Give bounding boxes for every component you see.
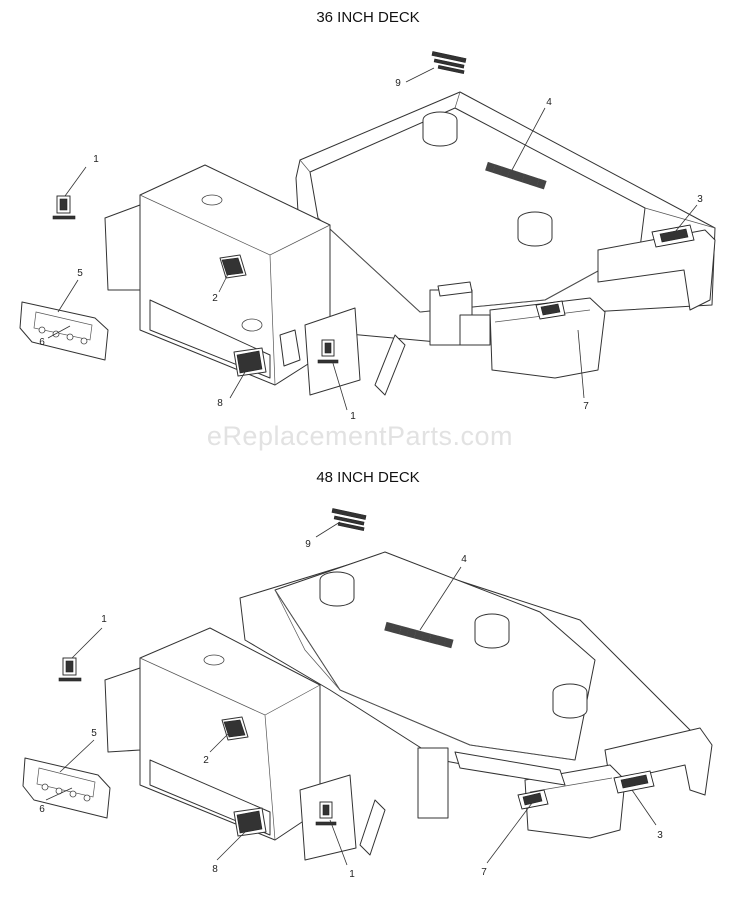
deck-36-decal-7 [535,300,566,320]
deck-48-callout-7: 7 [481,867,487,878]
deck-36-callout-2: 2 [212,293,218,304]
deck-48-decal-9 [331,508,367,532]
deck-48-callout-4: 4 [461,554,467,565]
deck-36-title: 36 INCH DECK [316,9,419,26]
deck-36-callout-7: 7 [583,401,589,412]
deck-48-callout-6: 6 [39,804,45,815]
deck-36-decal-2 [221,257,244,276]
deck-48-callout-1-right: 1 [349,869,355,880]
deck-36-decal-5-6-control-panel [19,301,109,361]
deck-48-shell [239,551,713,856]
deck-48-callout-9: 9 [305,539,311,550]
deck-36-callout-3: 3 [697,194,703,205]
deck-36-decal-8 [236,350,263,374]
deck-36-callout-6: 6 [39,337,45,348]
deck-36-diagram: 36 INCH DECK ▆▆▆▆▆▆▆▆ [19,9,716,422]
deck-48-decal-1-right [315,801,337,826]
deck-48-diagram: 48 INCH DECK ▆▆▆▆▆▆▆▆▆ [22,469,713,880]
deck-36-shell [295,91,716,396]
deck-48-callout-3: 3 [657,830,663,841]
deck-36-callout-9: 9 [395,78,401,89]
deck-48-title: 48 INCH DECK [316,469,419,486]
deck-48-callout-1-left: 1 [101,614,107,625]
deck-48-callout-2: 2 [203,755,209,766]
deck-36-decal-9 [431,51,467,75]
deck-48-callout-5: 5 [91,728,97,739]
watermark: eReplacementParts.com [207,421,513,451]
deck-36-callout-1-right: 1 [350,411,356,422]
deck-48-callout-8: 8 [212,864,218,875]
deck-36-decal-3 [651,224,695,248]
deck-48-decal-3 [613,770,655,794]
deck-48-decal-8 [236,810,263,834]
deck-36-callout-8: 8 [217,398,223,409]
deck-48-decal-1-left [58,657,82,682]
deck-36-callout-1-left: 1 [93,154,99,165]
deck-36-callout-4: 4 [546,97,552,108]
deck-36-callout-5: 5 [77,268,83,279]
deck-48-decal-7 [517,789,549,810]
deck-36-decal-1-right [317,339,339,364]
deck-36-decal-1-left [52,195,76,220]
deck-48-decal-5-6-control-panel [22,757,111,819]
